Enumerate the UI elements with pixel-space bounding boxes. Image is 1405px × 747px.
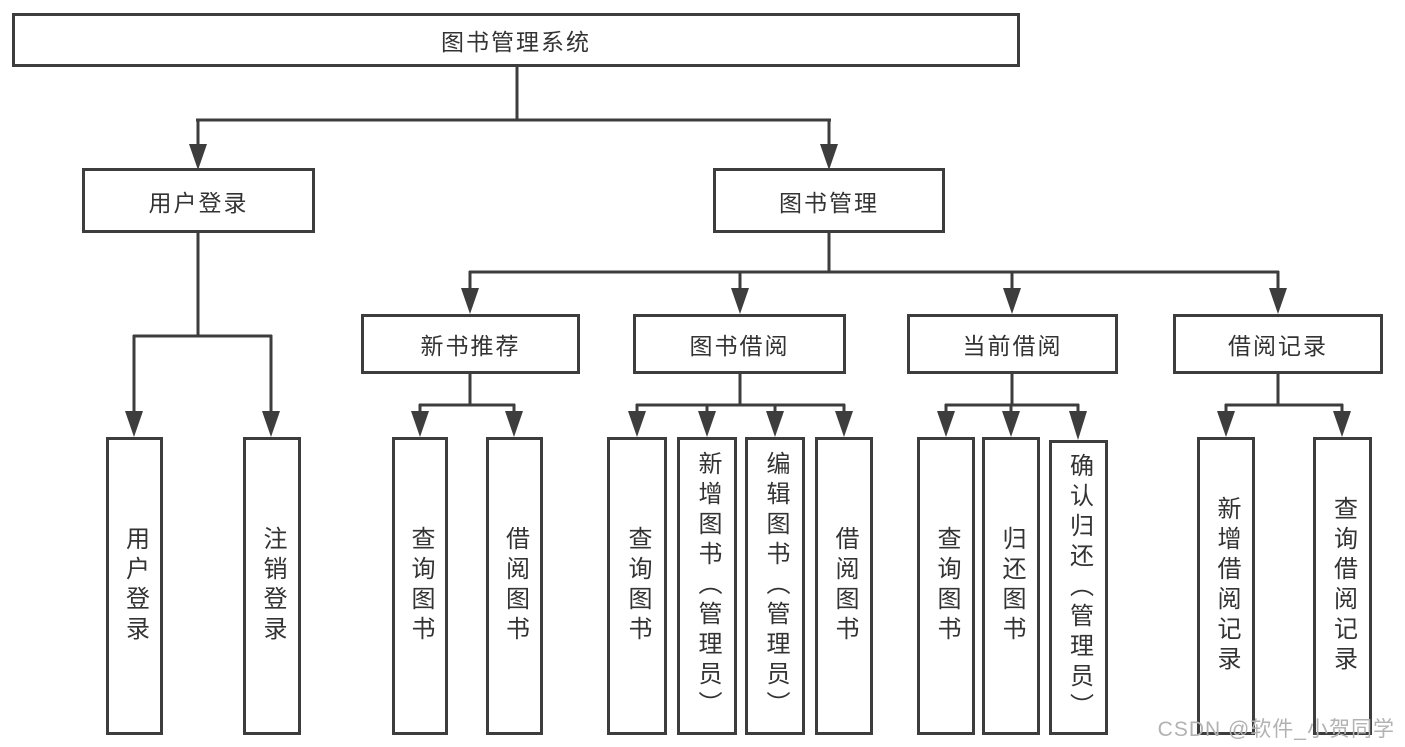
node-logout-login: 注销登录: [243, 437, 301, 735]
node-user-login: 用户登录: [106, 437, 163, 735]
node-new-book-recommend: 新书推荐: [361, 314, 580, 374]
node-return-books: 归还图书: [982, 437, 1040, 735]
node-query-books-borrow: 查询图书: [607, 437, 667, 735]
node-edit-books-admin: 编辑图书（管理员）: [745, 437, 805, 735]
node-add-borrow-record: 新增借阅记录: [1197, 437, 1255, 735]
node-user-login-branch: 用户登录: [82, 168, 315, 233]
node-add-books-admin: 新增图书（管理员）: [677, 437, 737, 735]
node-query-borrow-record: 查询借阅记录: [1313, 437, 1372, 735]
node-query-books-recommend: 查询图书: [392, 437, 448, 735]
node-book-borrow: 图书借阅: [633, 314, 846, 374]
node-current-borrow: 当前借阅: [907, 314, 1118, 374]
node-library-system: 图书管理系统: [12, 13, 1020, 67]
node-confirm-return-admin: 确认归还（管理员）: [1049, 440, 1108, 735]
node-book-management: 图书管理: [713, 168, 945, 233]
node-query-books-current: 查询图书: [917, 437, 975, 735]
node-borrow-books-recommend: 借阅图书: [486, 437, 543, 735]
node-borrow-records: 借阅记录: [1173, 314, 1383, 374]
node-borrow-books: 借阅图书: [815, 437, 873, 735]
